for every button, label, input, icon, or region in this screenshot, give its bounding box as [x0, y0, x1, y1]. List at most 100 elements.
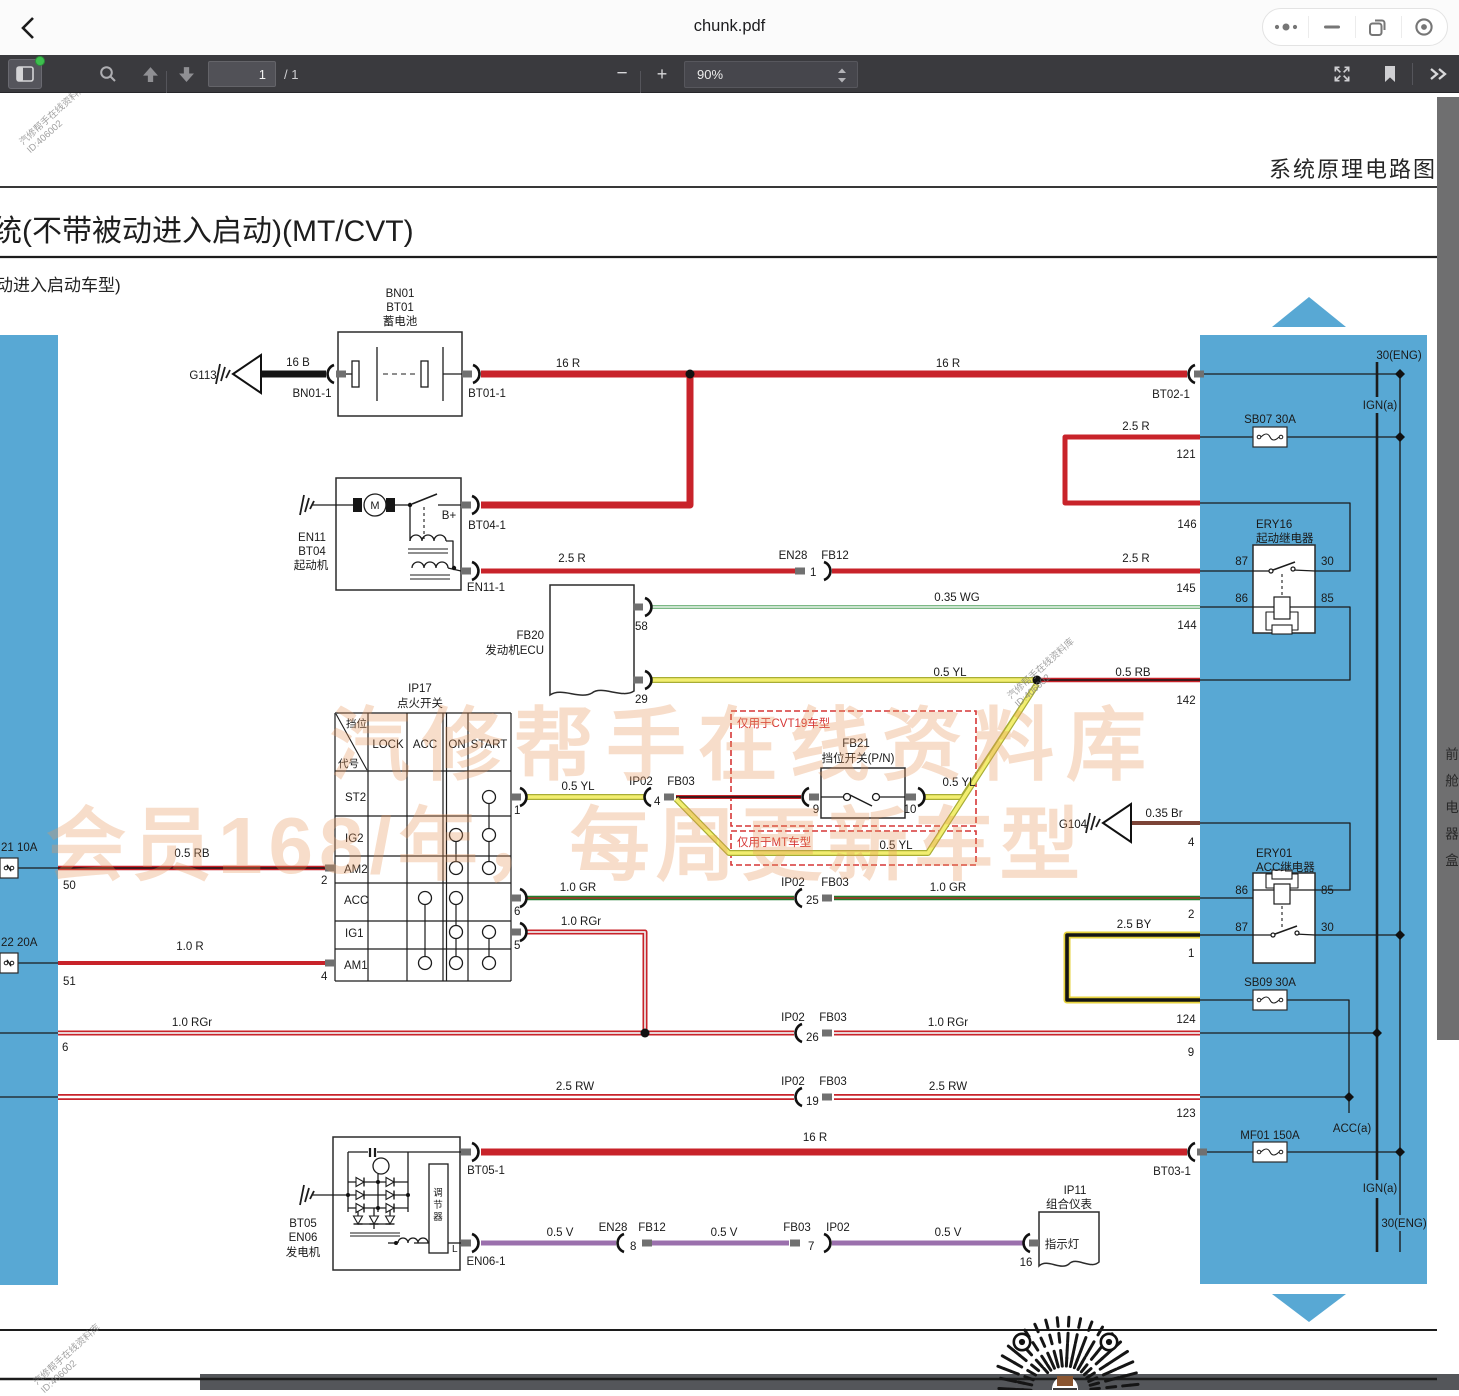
connector-shell: [473, 365, 479, 383]
double-chevron-icon: [1428, 65, 1448, 83]
diagram-rect: [353, 498, 362, 512]
junction-dot: [406, 1193, 410, 1197]
page-header-right: 系统原理电路图: [0, 152, 1437, 184]
diagram-label: 起动机: [294, 558, 329, 572]
diagram-label: FB03: [819, 1012, 847, 1024]
page-total-label: / 1: [284, 67, 298, 82]
diagram-label: 6: [62, 1042, 68, 1054]
qr-dot: [1033, 1343, 1038, 1350]
zoom-in-button[interactable]: +: [648, 55, 676, 93]
sidebar-toggle-button[interactable]: [8, 59, 42, 89]
contact-circle: [483, 862, 496, 875]
diagram-label: ON: [448, 739, 465, 751]
qr-dot: [1008, 1346, 1013, 1350]
diagram-label: 50: [63, 880, 76, 892]
qr-dot: [1041, 1338, 1045, 1346]
diagram-label: 0.5 V: [711, 1227, 738, 1239]
diagram-label: ACC: [344, 895, 368, 907]
connector-shell: [824, 562, 830, 580]
diagram-label: FB12: [638, 1222, 666, 1234]
diagram-label: 87: [1235, 556, 1248, 568]
electrical-box-panel: [1200, 335, 1427, 1284]
qr-dot: [1107, 1361, 1113, 1365]
diagram-label: BT05: [289, 1218, 317, 1230]
diagram-rect: [1274, 597, 1290, 619]
page-nav-arrow: [1272, 1294, 1346, 1322]
diagram-label: 146: [1177, 519, 1196, 531]
diagram-label: 代号: [338, 758, 359, 770]
qr-dot: [1086, 1349, 1090, 1355]
electrical-box-panel: [0, 335, 58, 1285]
qr-dot: [1084, 1369, 1091, 1375]
diagram-label: 2.5 R: [1122, 553, 1150, 565]
more-button[interactable]: [1263, 9, 1308, 45]
diagram-label: ACC: [413, 739, 437, 751]
search-button[interactable]: [94, 55, 122, 93]
diagram-label: FB03: [821, 877, 849, 889]
contact-circle: [450, 862, 463, 875]
connector-stub: [795, 568, 805, 575]
connector-shell: [645, 671, 651, 689]
diagram-rect: [421, 361, 428, 387]
diagram-label: 51: [63, 976, 76, 988]
diagram-label: EN28: [599, 1222, 628, 1234]
diagram-label: 86: [1235, 885, 1248, 897]
junction-dot: [346, 1193, 350, 1197]
diagram-label: 2.5 R: [1122, 421, 1150, 433]
qr-dot: [1111, 1369, 1117, 1372]
diagram-label: 16 B: [286, 357, 310, 369]
diagram-label: BT01-1: [468, 388, 506, 400]
qr-dot: [1079, 1319, 1081, 1328]
diagram-label: 2.5 RW: [929, 1081, 967, 1093]
page-number-input[interactable]: [208, 61, 276, 87]
diagram-label: 9: [813, 804, 819, 816]
diagram-label: 8: [630, 1241, 636, 1253]
next-page-button[interactable]: [172, 55, 200, 93]
document-title: chunk.pdf: [0, 17, 1459, 36]
diagram-label: 144: [1177, 620, 1197, 632]
connector-shell: [1189, 1143, 1195, 1161]
scrollbar-thumb[interactable]: 前舱电器盒: [1437, 97, 1459, 1040]
diagram-label: 30(ENG): [1381, 1218, 1427, 1230]
previous-page-button[interactable]: [136, 55, 164, 93]
connector-shell: [618, 1234, 624, 1252]
diagram-label: IP02: [781, 1012, 805, 1024]
connector-shell: [472, 496, 478, 514]
wire-rgr10: [526, 932, 645, 1031]
zoom-level-select[interactable]: 90%: [684, 61, 858, 88]
diagram-label: IP02: [781, 877, 805, 889]
restore-button[interactable]: [1356, 9, 1401, 45]
diagram-label: 1.0 RGr: [561, 916, 601, 928]
junction-dot: [408, 503, 412, 507]
diagram-rect: [1274, 884, 1290, 904]
page-nav-arrow: [1272, 297, 1346, 327]
zoom-out-button[interactable]: −: [608, 55, 636, 93]
connector-stub: [461, 1149, 471, 1156]
bottom-bar: [200, 1374, 1459, 1390]
contact-circle: [419, 957, 432, 970]
minimize-button[interactable]: [1309, 9, 1354, 45]
target-button[interactable]: [1402, 9, 1447, 45]
component-box: [336, 478, 461, 590]
diagram-label: ERY16: [1256, 519, 1292, 531]
more-tools-button[interactable]: [1422, 55, 1454, 93]
diagram-label: 9: [1188, 1047, 1194, 1059]
connector-shell: [796, 1024, 802, 1042]
qr-dot: [1036, 1360, 1042, 1367]
component-box: [821, 768, 905, 818]
ground-triangle-icon: [233, 355, 261, 393]
qr-dot: [1048, 1353, 1051, 1361]
diagram-label: 0.35 Br: [1145, 808, 1182, 820]
qr-dot: [1009, 1380, 1016, 1382]
qr-dot: [1121, 1375, 1128, 1377]
contact-circle: [450, 957, 463, 970]
diagram-label: 0.5 V: [935, 1227, 962, 1239]
contact-circle: [844, 794, 851, 801]
qr-eye: [1019, 1339, 1025, 1345]
diagram-label: 1.0 R: [176, 941, 204, 953]
fullscreen-button[interactable]: [1328, 55, 1356, 93]
diagram-label: 30(ENG): [1376, 350, 1422, 362]
bookmark-button[interactable]: [1376, 55, 1404, 93]
contact-circle: [483, 957, 496, 970]
connector-stub: [822, 1094, 832, 1101]
